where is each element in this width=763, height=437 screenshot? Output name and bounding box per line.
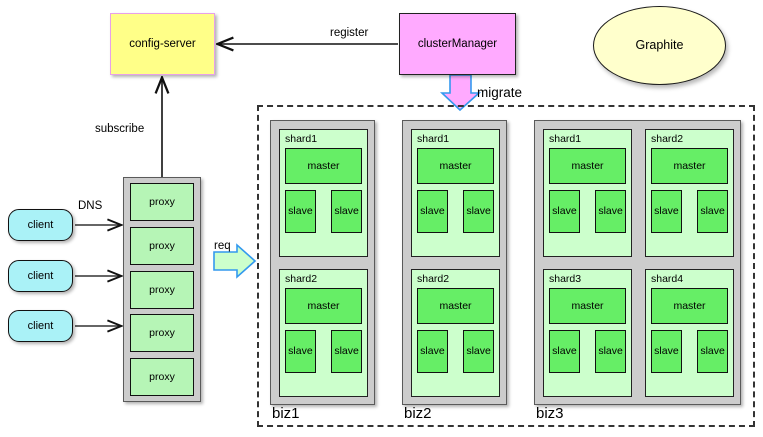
master-node[interactable]: master [651, 288, 728, 324]
master-node[interactable]: master [417, 148, 494, 184]
graphite-node[interactable]: Graphite [593, 6, 726, 85]
biz2-shard2[interactable]: shard2 master slave slave [411, 269, 500, 397]
slave-row: slave slave [651, 190, 728, 233]
slave-node[interactable]: slave [331, 190, 362, 233]
master-node[interactable]: master [285, 288, 362, 324]
slave-node[interactable]: slave [417, 190, 448, 233]
proxy-cluster-container: proxy proxy proxy proxy proxy [123, 177, 201, 402]
slave-node[interactable]: slave [697, 330, 728, 373]
shard-title: shard3 [549, 273, 582, 285]
slave-node[interactable]: slave [651, 330, 682, 373]
proxy-node-2[interactable]: proxy [130, 226, 194, 265]
biz2-shard1[interactable]: shard1 master slave slave [411, 129, 500, 257]
cluster-region-dashed-border [257, 105, 755, 427]
slave-row: slave slave [549, 190, 626, 233]
proxy-node-5[interactable]: proxy [130, 358, 194, 396]
client-node-1[interactable]: client [8, 209, 73, 241]
biz1-shard1[interactable]: shard1 master slave slave [279, 129, 368, 257]
biz-group-3: shard1 master slave slave shard2 master … [534, 120, 741, 405]
slave-row: slave slave [417, 330, 494, 373]
slave-node[interactable]: slave [285, 330, 316, 373]
config-server-node[interactable]: config-server [110, 13, 215, 75]
biz3-shard1[interactable]: shard1 master slave slave [543, 129, 632, 257]
shard-title: shard1 [417, 133, 450, 145]
master-node[interactable]: master [549, 148, 626, 184]
client-node-3[interactable]: client [8, 310, 73, 342]
biz-group-2: shard1 master slave slave shard2 master … [402, 120, 507, 405]
slave-node[interactable]: slave [331, 330, 362, 373]
edge-label-register: register [330, 27, 369, 39]
shard-title: shard4 [651, 273, 684, 285]
edge-label-subscribe: subscribe [95, 123, 145, 135]
slave-row: slave slave [549, 330, 626, 373]
edge-label-migrate: migrate [477, 85, 523, 100]
slave-node[interactable]: slave [285, 190, 316, 233]
master-node[interactable]: master [285, 148, 362, 184]
slave-node[interactable]: slave [651, 190, 682, 233]
cluster-manager-node[interactable]: clusterManager [399, 13, 516, 75]
edge-label-dns: DNS [78, 200, 103, 212]
slave-node[interactable]: slave [417, 330, 448, 373]
slave-node[interactable]: slave [463, 190, 494, 233]
slave-node[interactable]: slave [595, 190, 626, 233]
slave-row: slave slave [285, 330, 362, 373]
slave-node[interactable]: slave [463, 330, 494, 373]
slave-node[interactable]: slave [595, 330, 626, 373]
master-node[interactable]: master [549, 288, 626, 324]
proxy-node-3[interactable]: proxy [130, 270, 194, 309]
biz-label-3: biz3 [536, 405, 564, 422]
slave-node[interactable]: slave [549, 330, 580, 373]
shard-title: shard2 [285, 273, 318, 285]
biz3-shard4[interactable]: shard4 master slave slave [645, 269, 734, 397]
slave-row: slave slave [417, 190, 494, 233]
slave-row: slave slave [285, 190, 362, 233]
master-node[interactable]: master [417, 288, 494, 324]
shard-title: shard1 [285, 133, 318, 145]
proxy-node-4[interactable]: proxy [130, 314, 194, 353]
biz3-shard3[interactable]: shard3 master slave slave [543, 269, 632, 397]
biz-label-1: biz1 [272, 405, 300, 422]
biz3-shard2[interactable]: shard2 master slave slave [645, 129, 734, 257]
slave-node[interactable]: slave [697, 190, 728, 233]
slave-row: slave slave [651, 330, 728, 373]
biz-label-2: biz2 [404, 405, 432, 422]
shard-title: shard1 [549, 133, 582, 145]
master-node[interactable]: master [651, 148, 728, 184]
biz-group-1: shard1 master slave slave shard2 master … [270, 120, 375, 405]
shard-title: shard2 [651, 133, 684, 145]
proxy-node-1[interactable]: proxy [130, 183, 194, 221]
client-node-2[interactable]: client [8, 260, 73, 292]
edge-label-req: req [214, 240, 231, 252]
slave-node[interactable]: slave [549, 190, 580, 233]
biz1-shard2[interactable]: shard2 master slave slave [279, 269, 368, 397]
shard-title: shard2 [417, 273, 450, 285]
